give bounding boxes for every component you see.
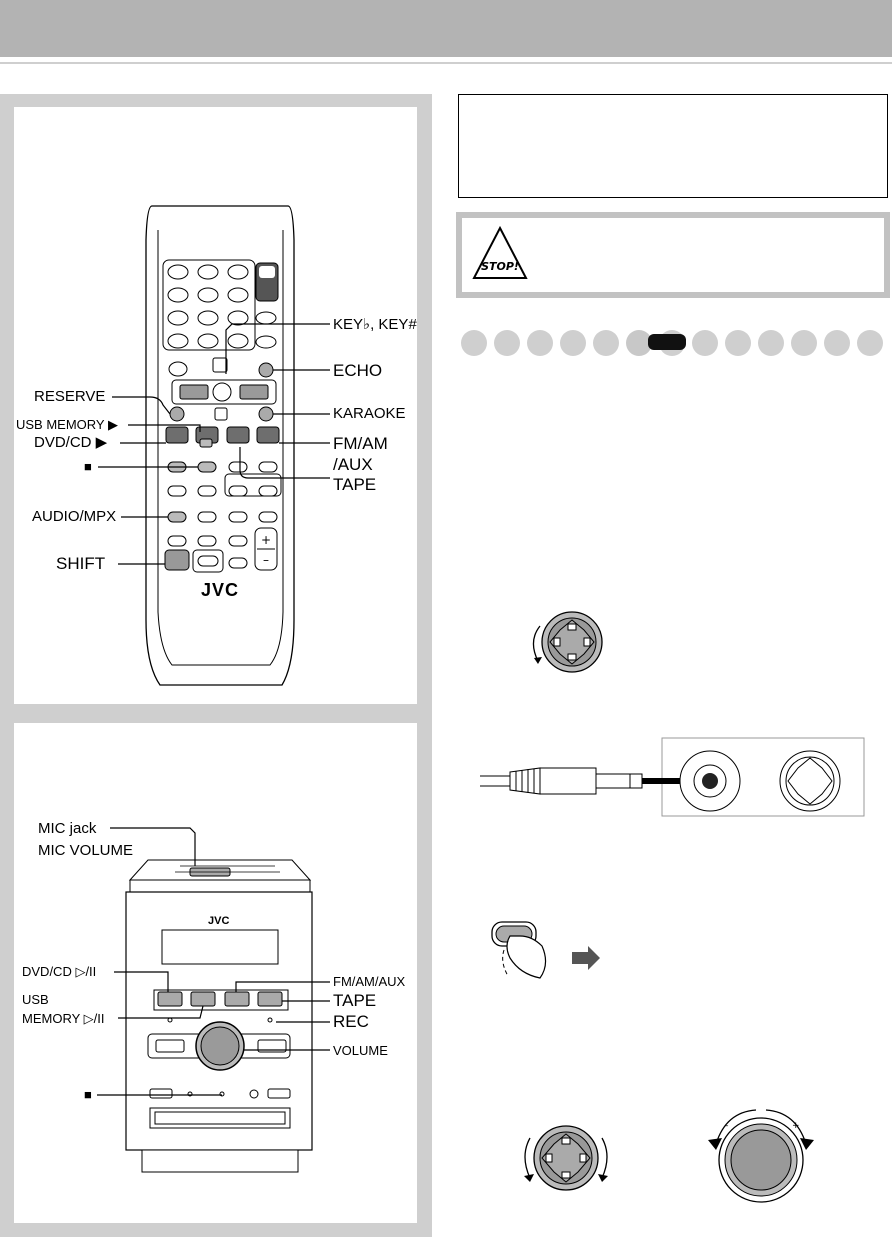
step-dot (494, 330, 520, 356)
step-dot (725, 330, 751, 356)
step-dot (791, 330, 817, 356)
unit-usb-memory-label: MEMORY ▷/II (22, 1011, 105, 1026)
unit-brand-logo: JVC (208, 915, 230, 927)
step-dot (626, 330, 652, 356)
remote-illustration: + – (98, 205, 330, 686)
aux-label: /AUX (333, 455, 373, 474)
source-dial-icon (532, 611, 603, 673)
header-bar (0, 0, 892, 57)
stop-label: ■ (84, 459, 92, 474)
mic-plug-illustration (480, 737, 865, 817)
svg-text:+: + (792, 1121, 800, 1131)
press-button-icon (491, 921, 600, 979)
step-dot (692, 330, 718, 356)
warning-box (456, 212, 890, 298)
note-box (458, 94, 888, 198)
dvd-cd-label: DVD/CD ▶ (34, 434, 108, 451)
key-label: KEY♭, KEY# (333, 316, 417, 333)
unit-stop-label: ■ (84, 1087, 92, 1102)
mic-jack-label: MIC jack (38, 820, 97, 837)
usb-memory-label: USB MEMORY ▶ (16, 417, 118, 432)
unit-tape-label: TAPE (333, 991, 377, 1010)
stop-sign-text: STOP! (481, 260, 519, 273)
warning-box-inner (462, 218, 884, 292)
step-dot (461, 330, 487, 356)
karaoke-label: KARAOKE (333, 405, 406, 422)
volume-dial-icon: – + (708, 1109, 814, 1203)
unit-dvd-cd-label: DVD/CD ▷/II (22, 964, 97, 979)
mic-volume-label: MIC VOLUME (38, 842, 134, 859)
step-dot (560, 330, 586, 356)
svg-text:–: – (263, 553, 269, 567)
step-dot (857, 330, 883, 356)
unit-volume-label: VOLUME (333, 1043, 388, 1058)
step-progress-dots (461, 330, 883, 356)
shift-label: SHIFT (56, 554, 106, 573)
step-dot (527, 330, 553, 356)
step-dot (758, 330, 784, 356)
current-step-tab (648, 334, 686, 350)
svg-text:–: – (724, 1121, 729, 1131)
fm-am-label: FM/AM (333, 434, 388, 453)
echo-label: ECHO (333, 361, 383, 380)
source-dial-rotate-icon (524, 1125, 608, 1191)
stop-sign-icon: STOP! (472, 225, 528, 279)
unit-fm-am-aux-label: FM/AM/AUX (333, 974, 406, 989)
reserve-label: RESERVE (34, 388, 106, 405)
remote-brand-logo: JVC (201, 580, 240, 600)
step-dot (824, 330, 850, 356)
audio-mpx-label: AUDIO/MPX (32, 508, 117, 525)
header-divider (0, 62, 892, 64)
svg-text:+: + (261, 533, 271, 547)
unit-rec-label: REC (333, 1012, 369, 1031)
unit-usb-label: USB (22, 992, 49, 1007)
step-dot (593, 330, 619, 356)
tape-label: TAPE (333, 475, 377, 494)
